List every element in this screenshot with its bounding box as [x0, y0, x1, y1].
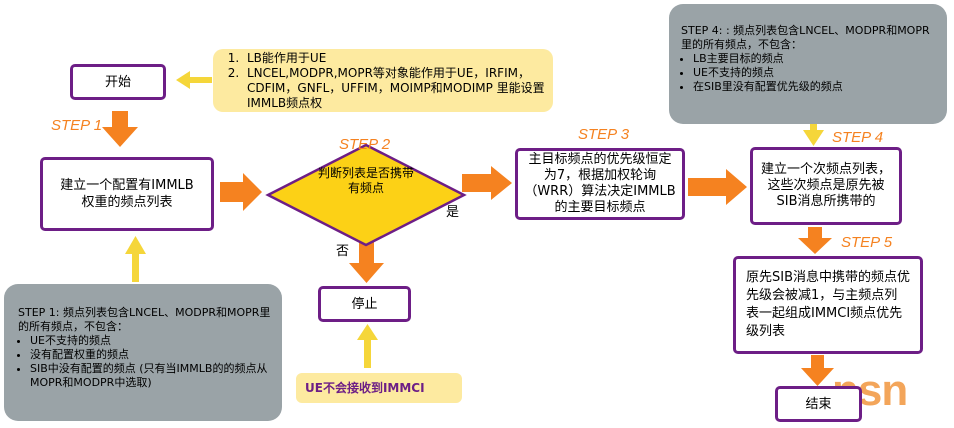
priority-merge-label: 原先SIB消息中携带的频点优先级会被减1，与主频点列表一起组成IMMCI频点优先… — [746, 270, 911, 339]
step1-label: STEP 1 — [51, 117, 103, 134]
step4-note-item-1: LB主要目标的频点 — [693, 52, 937, 66]
start-node: 开始 — [70, 64, 166, 100]
no-branch-label: 否 — [336, 244, 350, 259]
secondary-list-label: 建立一个次频点列表，这些次频点是原先被SIB消息所携带的 — [761, 162, 892, 209]
arrow-decision-to-stop — [349, 238, 384, 283]
lb-note: LB能作用于UE LNCEL,MODPR,MOPR等对象能作用于UE，IRFIM… — [213, 49, 553, 112]
secondary-list-node: 建立一个次频点列表，这些次频点是原先被SIB消息所携带的 — [750, 147, 902, 225]
step1-note: STEP 1: 频点列表包含LNCEL、MODPR和MOPR里的所有频点，不包含… — [4, 284, 282, 421]
lb-note-item-2: LNCEL,MODPR,MOPR等对象能作用于UE，IRFIM，CDFIM，GN… — [243, 66, 547, 111]
decision-diamond — [265, 143, 467, 247]
arrow-immcinote-to-stop — [357, 324, 378, 368]
step4-label: STEP 4 — [832, 129, 884, 146]
primary-target-label: 主目标频点的优先级恒定为7，根据加权轮询（WRR）算法决定IMMLB的主要目标频… — [524, 152, 676, 215]
arrow-decision-to-primary — [462, 166, 512, 200]
step1-note-item-3: SIB中没有配置的频点 (只有当IMMLB的的频点从MOPR和MODPR中选取) — [30, 362, 272, 390]
step5-label: STEP 5 — [841, 234, 893, 251]
immci-note: UE不会接收到IMMCI — [296, 373, 462, 403]
step4-note-item-3: 在SIB里没有配置优先级的频点 — [693, 80, 937, 94]
end-label: 结束 — [805, 396, 832, 412]
lb-note-item-1: LB能作用于UE — [243, 51, 547, 66]
step3-label: STEP 3 — [578, 126, 630, 143]
step2-label: STEP 2 — [339, 136, 391, 153]
step1-note-item-2: 没有配置权重的频点 — [30, 348, 272, 362]
stop-label: 停止 — [351, 296, 378, 312]
arrow-build-to-decision — [220, 173, 262, 211]
start-label: 开始 — [104, 74, 131, 90]
build-list-node: 建立一个配置有IMMLB权重的频点列表 — [40, 157, 214, 231]
yes-branch-label: 是 — [446, 205, 460, 220]
arrow-step1note-to-build — [125, 236, 146, 282]
arrow-primary-to-secondary — [688, 169, 747, 205]
priority-merge-node: 原先SIB消息中携带的频点优先级会被减1，与主频点列表一起组成IMMCI频点优先… — [733, 256, 923, 354]
stop-node: 停止 — [318, 286, 411, 322]
arrow-merge-to-end — [801, 355, 834, 386]
primary-target-node: 主目标频点的优先级恒定为7，根据加权轮询（WRR）算法决定IMMLB的主要目标频… — [515, 148, 685, 220]
step4-note-item-2: UE不支持的频点 — [693, 66, 937, 80]
decision-label: 判断列表是否携带有频点 — [318, 166, 415, 195]
arrow-start-to-build — [102, 111, 138, 147]
arrow-step4note-to-secondary — [803, 113, 824, 146]
step1-note-intro: STEP 1: 频点列表包含LNCEL、MODPR和MOPR里的所有频点，不包含… — [18, 306, 271, 333]
arrow-secondary-to-merge — [798, 227, 832, 254]
step1-note-item-1: UE不支持的频点 — [30, 334, 272, 348]
end-node: 结束 — [775, 386, 862, 422]
step4-note: STEP 4: : 频点列表包含LNCEL、MODPR和MOPR里的所有频点，不… — [669, 4, 947, 124]
build-list-label: 建立一个配置有IMMLB权重的频点列表 — [60, 178, 194, 210]
step4-note-intro: STEP 4: : 频点列表包含LNCEL、MODPR和MOPR里的所有频点，不… — [681, 24, 930, 51]
arrow-note-to-start — [176, 71, 212, 89]
